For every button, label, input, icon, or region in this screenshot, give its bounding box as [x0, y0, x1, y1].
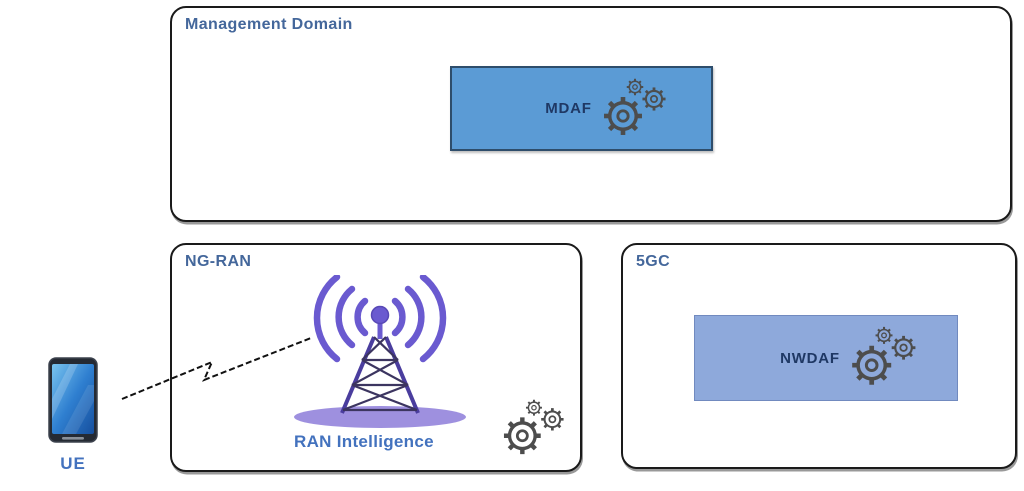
- management-domain-box: Management Domain MDAF: [170, 6, 1012, 222]
- ng-ran-label: NG-RAN: [185, 253, 252, 270]
- five-gc-label: 5GC: [636, 253, 671, 270]
- gears-icon: [598, 77, 670, 141]
- mdaf-label: MDAF: [545, 100, 592, 117]
- radio-tower-icon: [294, 275, 466, 428]
- ng-ran-box: NG-RAN RAN Intelligence: [170, 243, 582, 472]
- nwdaf-node: NWDAF: [694, 315, 958, 401]
- mdaf-node: MDAF: [450, 66, 713, 151]
- ue-label: UE: [60, 454, 86, 473]
- five-gc-box: 5GC NWDAF: [621, 243, 1017, 469]
- gears-icon: [846, 325, 920, 391]
- management-domain-label: Management Domain: [185, 16, 353, 33]
- nwdaf-label: NWDAF: [780, 349, 840, 367]
- ue-device: UE: [48, 357, 98, 474]
- gears-icon: [490, 398, 576, 460]
- ran-intelligence-label: RAN Intelligence: [294, 432, 434, 451]
- smartphone-icon: [48, 357, 98, 443]
